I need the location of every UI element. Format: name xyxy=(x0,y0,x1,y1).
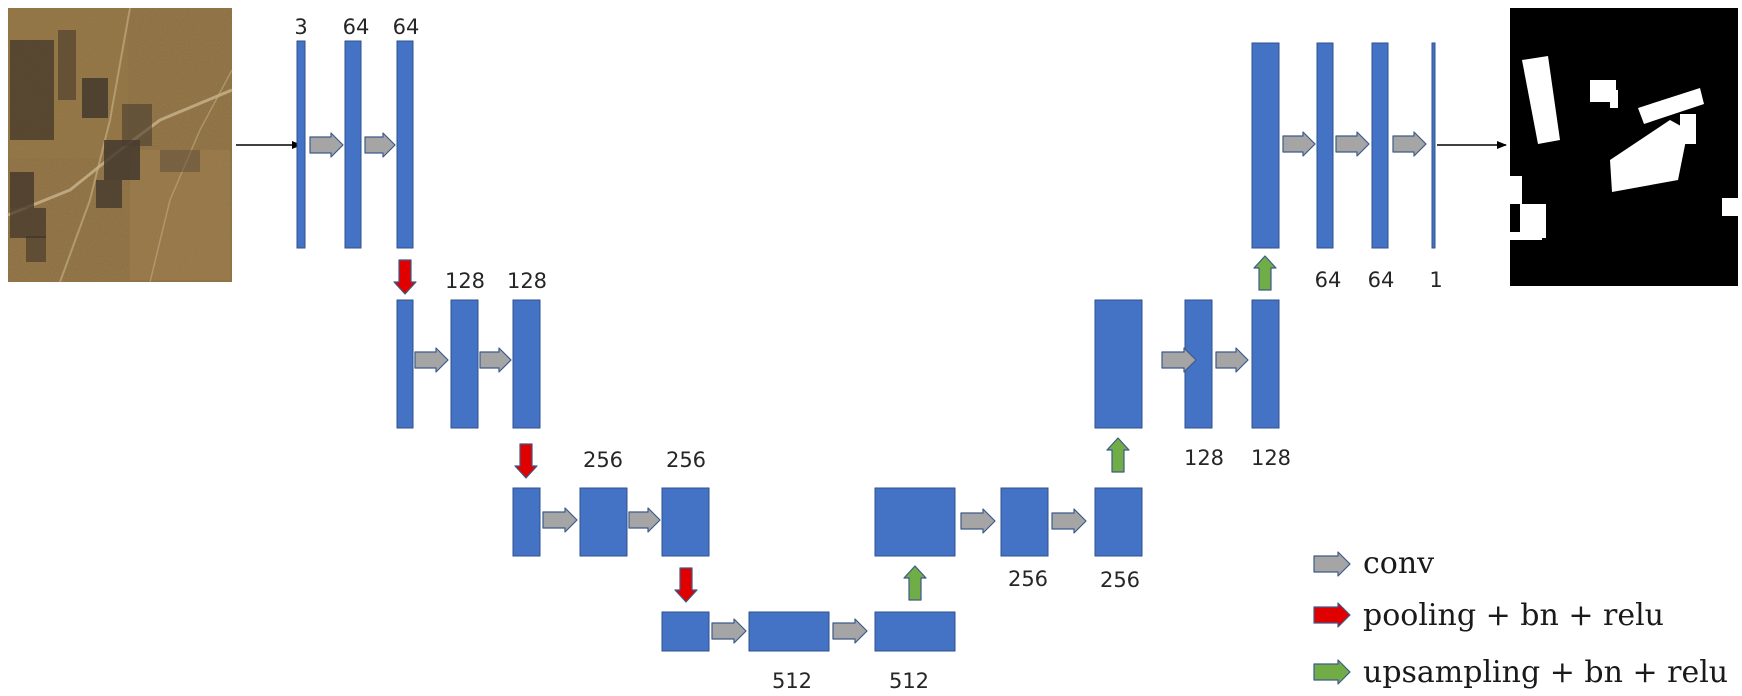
block-bott-a xyxy=(748,611,830,652)
conv-arrow-12 xyxy=(1215,347,1249,373)
block-dec1-up xyxy=(1251,42,1280,249)
label-in: 3 xyxy=(294,15,307,39)
flow-arrows xyxy=(309,131,1427,644)
block-dec3-up xyxy=(874,487,956,557)
up-arrow-1 xyxy=(903,565,927,601)
label-dec1-b: 64 xyxy=(1368,268,1395,292)
conv-arrow-14 xyxy=(1335,131,1370,157)
label-dec3-b: 256 xyxy=(1100,568,1140,592)
label-enc3-b: 256 xyxy=(666,448,706,472)
block-enc2-b xyxy=(512,299,541,429)
label-enc2-b: 128 xyxy=(507,269,547,293)
conv-arrow-9 xyxy=(960,508,996,534)
label-dec2-b: 128 xyxy=(1251,446,1291,470)
block-enc2-a xyxy=(450,299,479,429)
block-bott-pool xyxy=(661,611,710,652)
pool-arrow-3 xyxy=(674,567,698,603)
block-enc3-a xyxy=(579,487,628,557)
label-enc1-b: 64 xyxy=(393,15,420,39)
channel-labels: 3 64 64 128 128 256 256 512 512 256 256 … xyxy=(294,15,1442,693)
block-dec3-a xyxy=(1000,487,1049,557)
legend-conv-label: conv xyxy=(1363,546,1434,581)
conv-arrow-7 xyxy=(711,618,747,644)
block-enc1-a xyxy=(344,40,362,249)
label-enc3-a: 256 xyxy=(583,448,623,472)
conv-arrow-13 xyxy=(1282,131,1316,157)
block-enc1-b xyxy=(396,40,414,249)
conv-arrow-11 xyxy=(1161,347,1197,373)
conv-arrow-4 xyxy=(479,347,512,373)
label-enc2-a: 128 xyxy=(445,269,485,293)
legend-up-arrow xyxy=(1313,659,1351,685)
conv-arrow-3 xyxy=(414,347,449,373)
conv-arrow-1 xyxy=(309,132,344,158)
label-bott-a: 512 xyxy=(772,669,812,693)
pool-arrow-1 xyxy=(393,259,417,295)
conv-arrow-10 xyxy=(1051,508,1087,534)
conv-arrow-8 xyxy=(832,618,868,644)
label-enc1-a: 64 xyxy=(343,15,370,39)
conv-arrow-2 xyxy=(364,132,396,158)
legend-up-label: upsampling + bn + relu xyxy=(1363,655,1728,690)
legend-conv-arrow xyxy=(1313,551,1351,577)
block-dec1-a xyxy=(1316,42,1334,249)
up-arrow-2 xyxy=(1106,437,1130,473)
legend-pool-arrow xyxy=(1313,602,1351,628)
block-dec3-b xyxy=(1094,487,1143,557)
feature-maps xyxy=(296,40,1436,652)
block-enc3-pool xyxy=(512,487,541,557)
block-enc2-pool xyxy=(396,299,414,429)
pool-arrow-2 xyxy=(514,443,538,479)
up-arrow-3 xyxy=(1253,255,1277,291)
block-enc3-b xyxy=(661,487,710,557)
input-satellite-image xyxy=(7,7,233,283)
legend-pool-label: pooling + bn + relu xyxy=(1363,598,1664,633)
label-dec2-a: 128 xyxy=(1184,446,1224,470)
label-dec1-a: 64 xyxy=(1315,268,1342,292)
conv-arrow-15 xyxy=(1392,131,1427,157)
block-out xyxy=(1431,42,1436,249)
block-in xyxy=(296,40,306,249)
label-out: 1 xyxy=(1429,268,1442,292)
output-mask-image xyxy=(1510,8,1738,286)
block-dec2-up xyxy=(1094,299,1143,429)
legend: conv pooling + bn + relu upsampling + bn… xyxy=(1313,546,1728,690)
block-dec2-b xyxy=(1251,299,1280,429)
block-dec1-b xyxy=(1371,42,1389,249)
block-bott-b xyxy=(874,611,956,652)
label-bott-b: 512 xyxy=(889,669,929,693)
conv-arrow-6 xyxy=(628,507,661,533)
conv-arrow-5 xyxy=(542,507,578,533)
label-dec3-a: 256 xyxy=(1008,567,1048,591)
